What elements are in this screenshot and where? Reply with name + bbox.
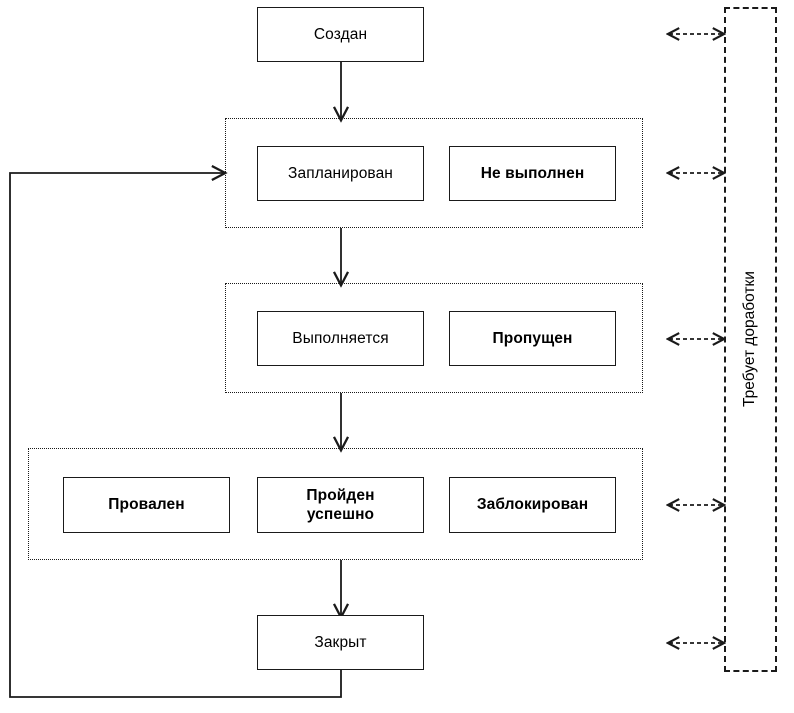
node-in-progress[interactable]: Выполняется xyxy=(257,311,424,366)
node-planned-label: Запланирован xyxy=(288,164,393,182)
node-skipped-label: Пропущен xyxy=(492,329,573,347)
node-planned[interactable]: Запланирован xyxy=(257,146,424,201)
node-not-executed-label: Не выполнен xyxy=(480,164,585,182)
node-in-progress-label: Выполняется xyxy=(292,329,389,347)
node-failed[interactable]: Провален xyxy=(63,477,230,533)
node-skipped[interactable]: Пропущен xyxy=(449,311,616,366)
group-planning xyxy=(225,118,643,228)
rework-panel-label-text: Требует доработки xyxy=(741,271,758,407)
node-created-label: Создан xyxy=(313,25,368,43)
node-closed-label: Закрыт xyxy=(314,633,367,651)
group-execution xyxy=(225,283,643,393)
connector-closed-to-planning-loop xyxy=(9,173,342,698)
node-passed-label-line1: Пройден xyxy=(306,486,375,504)
node-not-executed[interactable]: Не выполнен xyxy=(449,146,616,201)
node-blocked-label: Заблокирован xyxy=(476,496,589,514)
rework-panel[interactable] xyxy=(724,7,777,672)
node-passed[interactable]: Пройден успешно xyxy=(257,477,424,533)
node-failed-label: Провален xyxy=(108,496,185,514)
group-results xyxy=(28,448,643,560)
node-created[interactable]: Создан xyxy=(257,7,424,62)
node-passed-label-line2: успешно xyxy=(306,506,375,523)
node-closed[interactable]: Закрыт xyxy=(257,615,424,670)
node-blocked[interactable]: Заблокирован xyxy=(449,477,616,533)
